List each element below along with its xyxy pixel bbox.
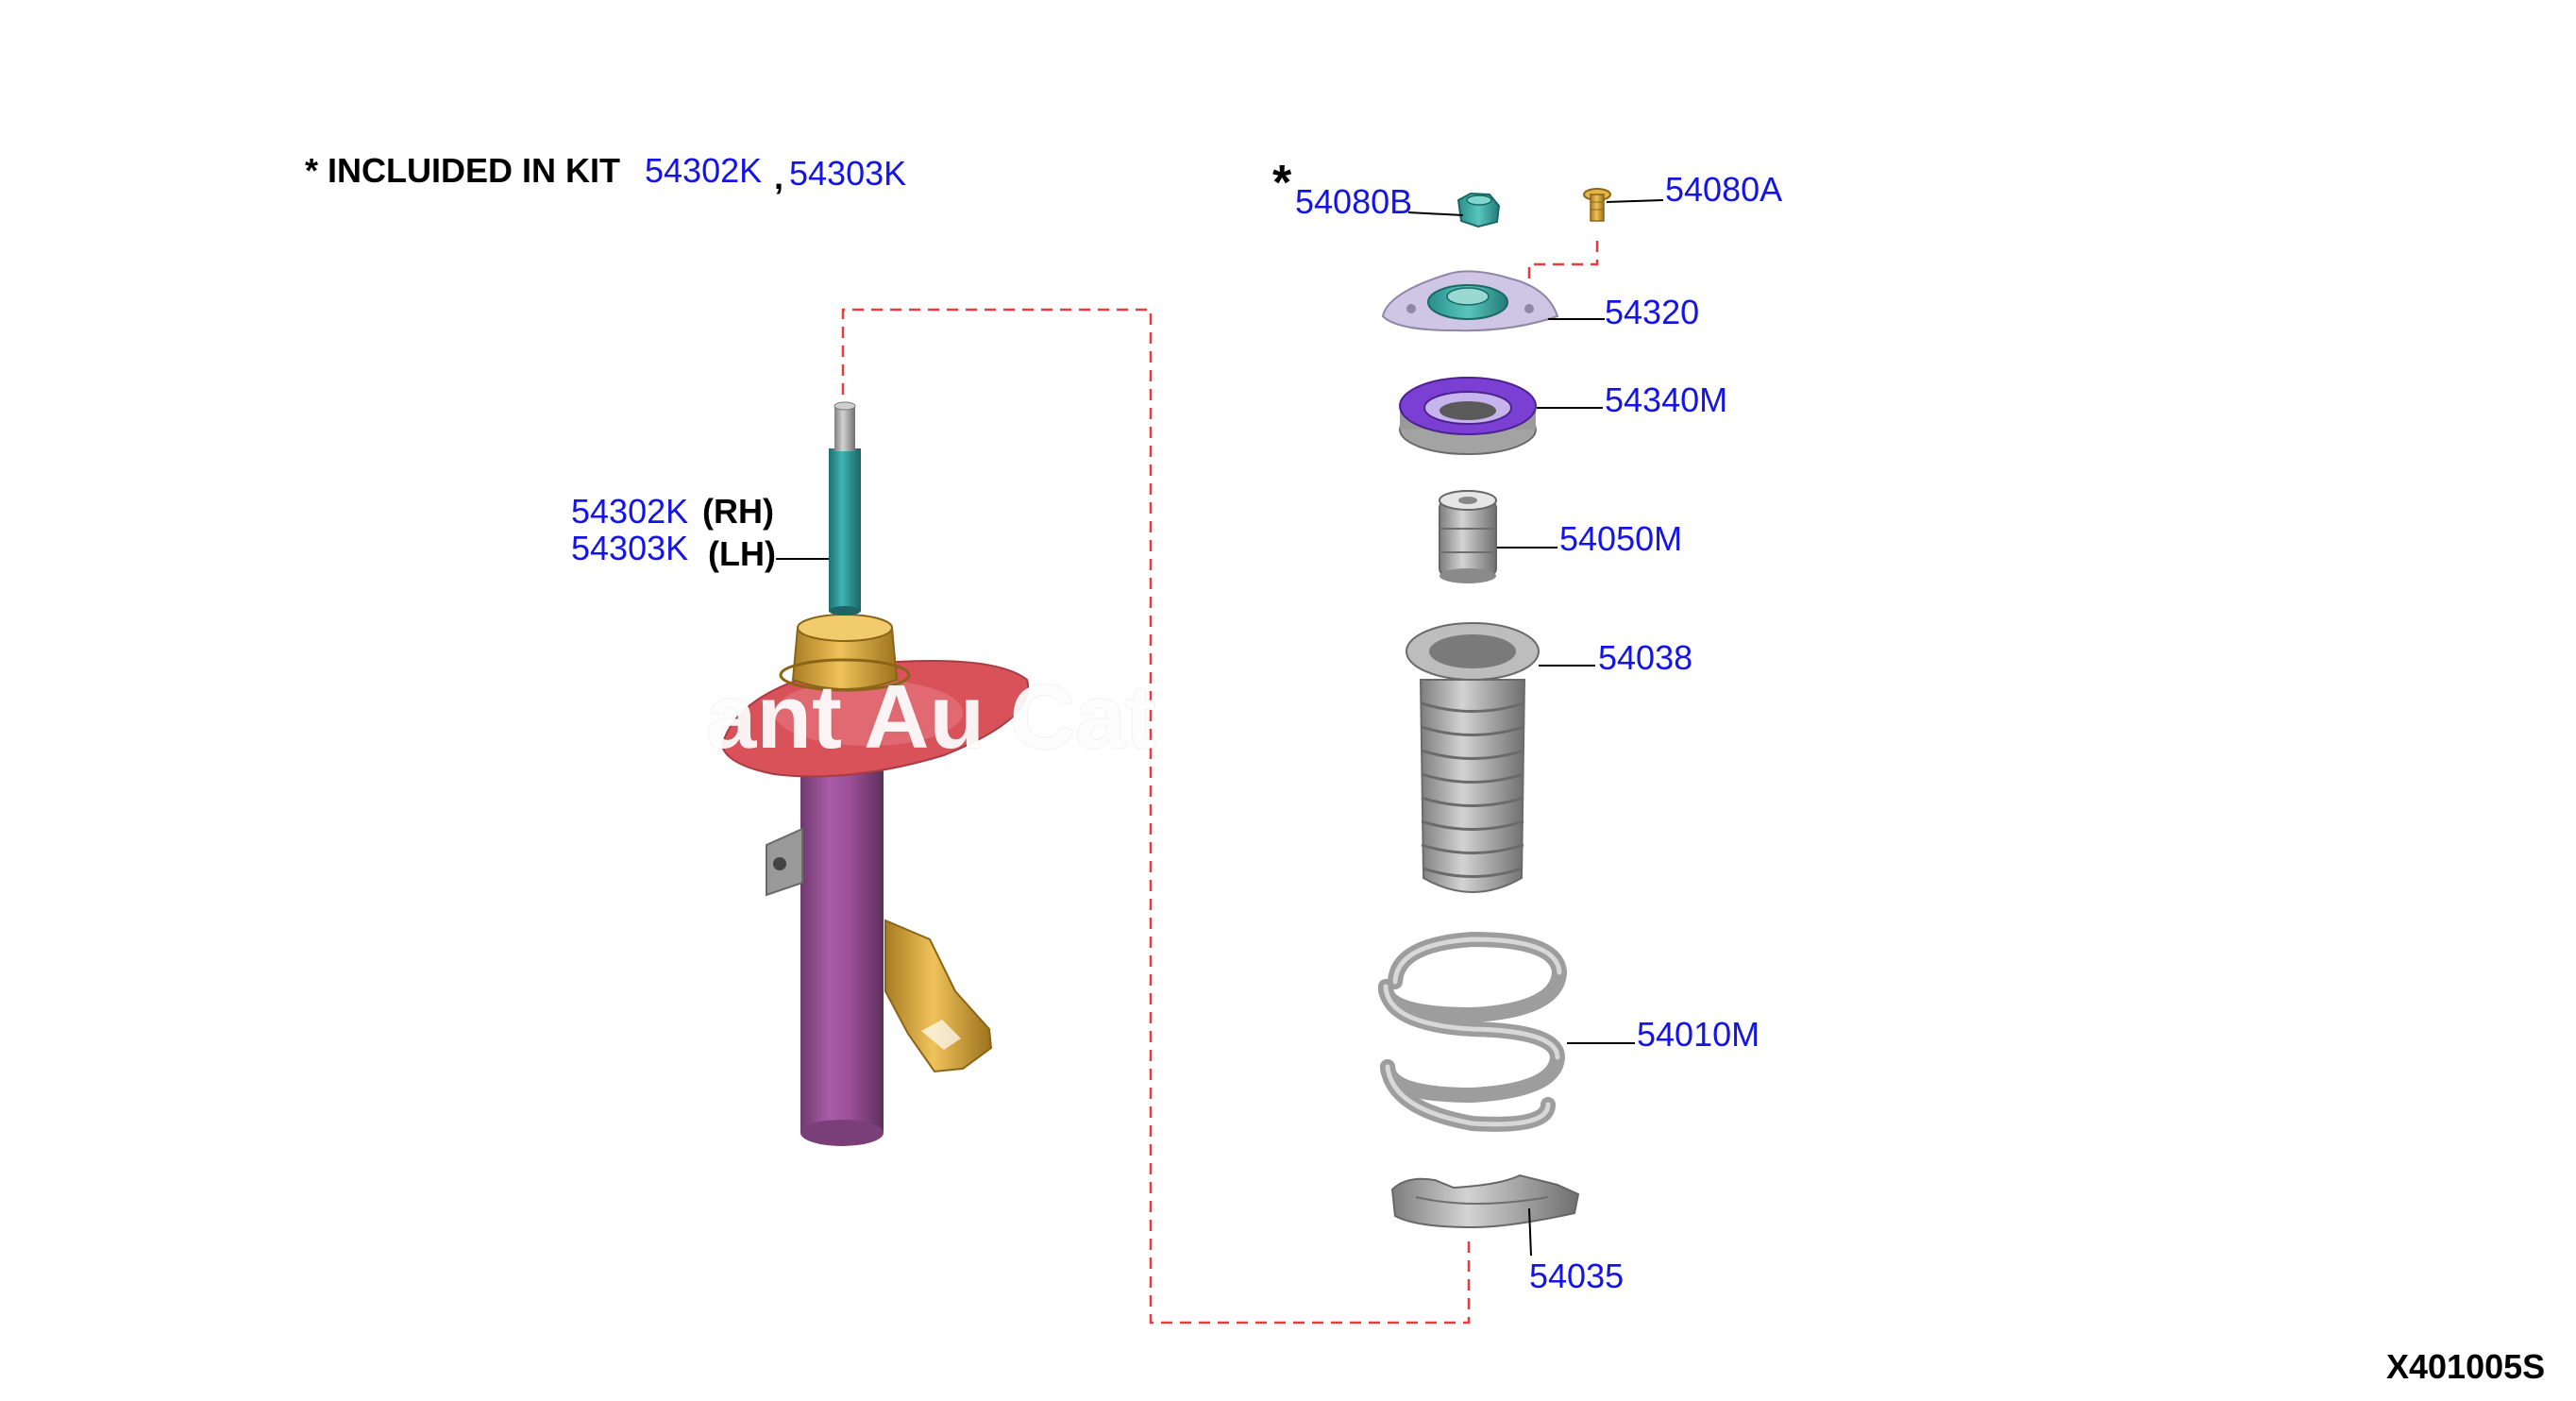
callout-54050m[interactable]: 54050M xyxy=(1559,519,1683,558)
seat-callout-leader xyxy=(1528,1207,1532,1257)
strut-lh-side: (LH) xyxy=(708,534,776,573)
strut-knuckle-bracket xyxy=(884,919,993,1073)
kit-note-prefix: * INCLUIDED IN KIT xyxy=(305,151,621,190)
bolt-callout-leader xyxy=(1606,199,1664,203)
callout-54010m[interactable]: 54010M xyxy=(1637,1015,1760,1054)
bearing-54340m[interactable] xyxy=(1399,377,1537,455)
callout-54340m[interactable]: 54340M xyxy=(1605,380,1728,419)
assembly-dashed-leader xyxy=(841,308,1471,1325)
nut-callout-leader xyxy=(1407,211,1464,216)
kit-note-part-b[interactable]: 54303K xyxy=(789,154,907,193)
callout-54080b[interactable]: 54080B xyxy=(1295,182,1413,221)
kit-note-part-a[interactable]: 54302K xyxy=(645,151,763,190)
callout-54038[interactable]: 54038 xyxy=(1598,638,1693,677)
strut-body xyxy=(800,765,884,1133)
bump-stop-54050m[interactable] xyxy=(1439,490,1497,583)
coil-spring-54010m[interactable] xyxy=(1378,931,1567,1132)
callout-54035[interactable]: 54035 xyxy=(1529,1257,1625,1295)
bolt-dashed-leader xyxy=(1527,236,1599,297)
strut-piston-rod xyxy=(829,448,861,611)
callout-54320[interactable]: 54320 xyxy=(1605,293,1700,331)
watermark-text: ant Au Cat xyxy=(706,667,1156,768)
nut-54080b[interactable] xyxy=(1456,192,1501,228)
strut-assembly[interactable] xyxy=(720,401,1030,1146)
diagram-code: X401005S xyxy=(2386,1347,2546,1386)
spring-seat-54035[interactable] xyxy=(1390,1173,1580,1229)
callout-54080a[interactable]: 54080A xyxy=(1665,170,1783,209)
strut-lh-part-number[interactable]: 54303K xyxy=(571,529,689,567)
strut-rh-side: (RH) xyxy=(702,492,774,531)
kit-note-comma: , xyxy=(774,158,784,196)
bolt-54080a[interactable] xyxy=(1583,188,1611,222)
top-mount-54320[interactable] xyxy=(1381,270,1559,332)
dust-boot-54038[interactable] xyxy=(1406,622,1540,893)
strut-rh-part-number[interactable]: 54302K xyxy=(571,492,689,531)
kit-star-marker: * xyxy=(1272,156,1292,211)
